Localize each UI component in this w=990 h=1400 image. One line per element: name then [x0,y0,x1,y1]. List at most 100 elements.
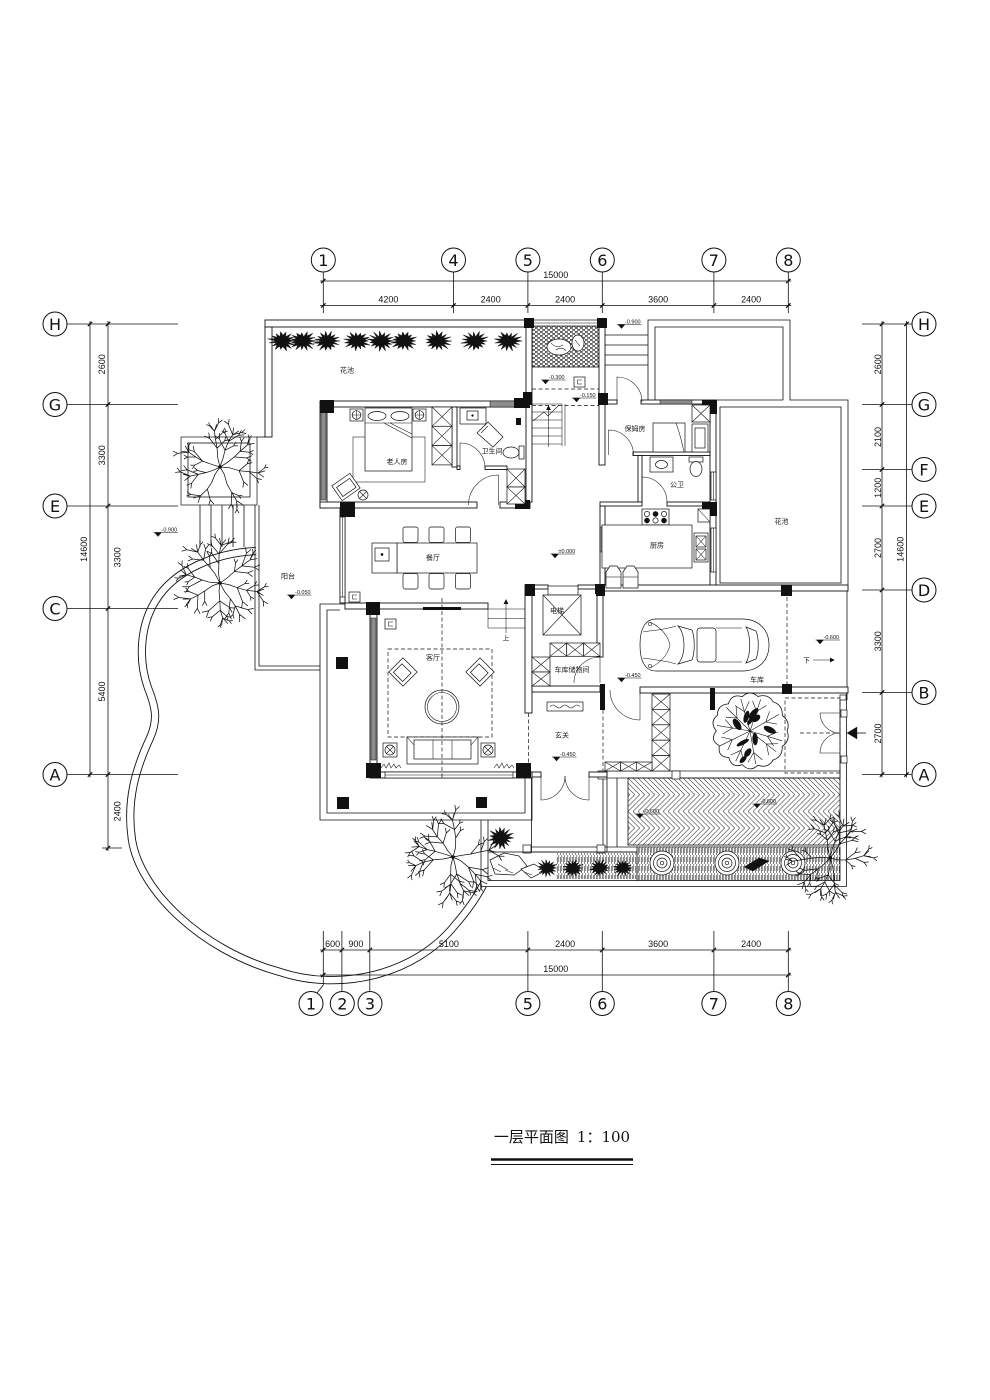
shrub-symbol [425,329,452,351]
elevation-marker-icon [550,553,575,559]
dimension-tick [450,302,457,309]
door-swing [609,689,641,721]
tree-leaf [752,732,758,746]
elevator-car [542,594,582,636]
dining-chair [455,573,471,590]
door-swing [641,476,668,503]
cabinet-x-box [531,656,551,673]
cabinet-x-box [651,739,671,756]
axis-bubble [775,247,801,273]
patio-rock-detail [550,339,581,352]
dimension-left-segment: 3300 [97,445,107,465]
elevation-label: -0.150 [580,393,596,399]
axis-bubble-label-left: E [50,497,60,516]
burner [644,511,650,517]
dimension-right-total: 14600 [896,537,906,562]
window [384,771,514,779]
car-fender-line [642,625,677,665]
elevation-marker-icon [153,532,178,537]
shrub-symbol [343,331,371,352]
wall [531,685,601,693]
dimension-top-total: 15000 [543,270,568,280]
shrub-symbol [613,860,633,877]
dimension-tick [903,321,910,327]
axis-bubble [911,457,937,482]
tree-symbol [173,533,269,629]
door-swing [573,656,601,684]
utility-glyph [352,594,357,600]
dimension-left-segment: 2600 [97,354,107,374]
structural-column [523,392,532,405]
dimension-tick [320,947,326,953]
structural-column [597,318,607,328]
axis-leader-line [316,984,324,994]
dimension-tick [87,321,93,327]
elevation-marker-icon [572,397,597,403]
tree-canopy-outline [712,692,789,770]
cabinet-x-box [695,535,707,548]
dimension-tick [87,771,93,778]
dining-table [396,542,478,574]
tree-trunk [218,581,222,585]
balcony-outer-edge [254,505,320,671]
axis-bubble [911,311,937,337]
nightstand [412,408,427,422]
stepping-stone [780,850,806,876]
cabinet-cross [506,486,526,505]
elevation-marker-icon [752,803,777,809]
axis-bubble-label-bottom: 5 [523,994,533,1013]
dimension-tick [525,302,531,309]
dimension-tick [599,947,605,953]
room-label-dining-room: 餐厅 [426,553,440,562]
sofa-seat [413,739,472,760]
window [339,516,346,598]
post [840,709,848,718]
garden-rock-outline [489,852,528,876]
tree-leaf [763,725,776,734]
armchair-seat [336,477,357,497]
dimension-tick [367,947,373,953]
dimension-right-segment: 2700 [873,723,883,743]
cabinet-cross [636,761,653,772]
tree-branches [716,698,783,765]
axis-grid-layer [42,247,937,1016]
toilet-bowl [502,446,520,459]
shower-door-line [480,425,489,434]
axis-bubble [775,991,801,1016]
toilet-tank [518,445,525,460]
shrub-symbol [563,859,584,878]
dimension-tick [879,771,885,778]
structural-column [515,500,530,509]
stepping-stone-ring [659,860,665,866]
lounge-chair [465,657,495,687]
cabinet-x-box [531,671,551,687]
axis-bubble-label-right: E [919,497,929,516]
terrace-outer-edge [319,603,533,821]
axis-bubble-label-left: H [49,315,61,334]
cabinet-cross [651,709,671,726]
axis-bubble-label-bottom: 6 [597,994,607,1013]
utility-box [348,591,361,603]
wall [264,326,273,438]
dimension-tick [879,587,885,593]
round-side-table [357,489,369,501]
cabinet-cross [651,693,671,710]
garden-rock-hatch [492,863,533,876]
shoe-cabinet [546,701,584,712]
burner [661,517,667,524]
axis-bubble-label-left: C [49,599,60,618]
tree-branches [173,533,269,629]
east-garden-upper-inner-edge [654,326,784,403]
dimension-tick [879,321,885,327]
shrub-symbol [313,330,341,351]
dimension-bottom-total: 15000 [543,964,568,974]
tree-leaf [747,715,755,726]
utility-glyph [388,621,393,627]
sofa-arm [406,736,479,746]
kitchen-island [601,524,693,569]
cabinet-x-box [583,642,601,657]
cabinet-x-box [604,761,622,772]
dimension-tick [879,689,885,696]
shrub-symbol [366,330,395,352]
